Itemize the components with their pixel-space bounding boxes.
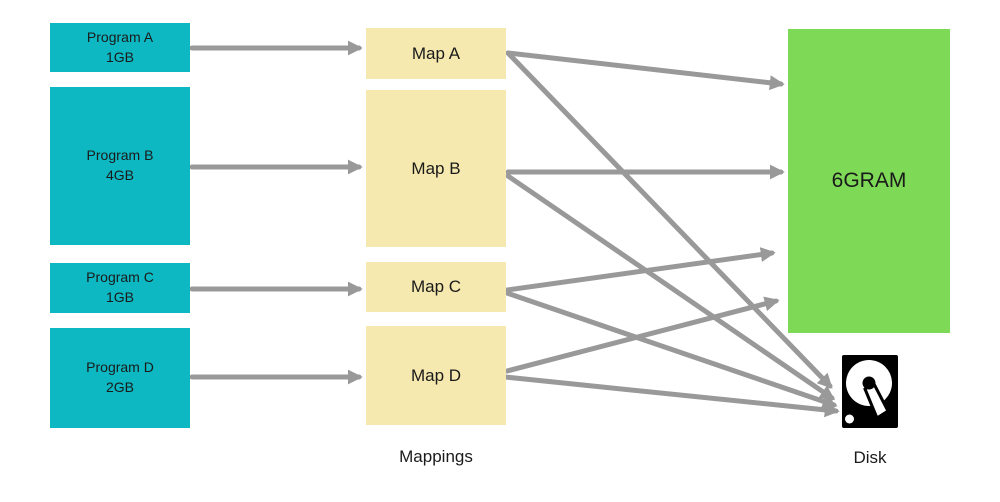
program-b-label: Program B [86, 147, 154, 164]
program-a-box: Program A 1GB [50, 23, 190, 72]
program-d-size: 2GB [105, 379, 134, 395]
arrow-map-b-to-disk [505, 173, 836, 401]
arrow-map-a-to-ram [505, 50, 785, 91]
map-b-label: Map B [411, 158, 461, 178]
map-c-box: Map C [366, 262, 506, 312]
program-d-label: Program D [86, 359, 154, 376]
disk-caption: Disk [853, 448, 887, 467]
arrow-map-c-to-disk [504, 290, 838, 409]
program-c-size: 1GB [105, 289, 134, 305]
program-a-label: Program A [86, 28, 154, 45]
program-b-size: 4GB [105, 167, 134, 183]
mappings-caption: Mappings [399, 447, 473, 466]
hard-disk-icon [842, 355, 898, 428]
program-c-label: Program C [86, 269, 154, 286]
arrow-map-a-to-disk [505, 50, 833, 389]
map-a-box: Map A [366, 28, 506, 79]
disk-icon-spindle [862, 376, 876, 390]
arrow-map-c-to-ram [504, 247, 776, 293]
arrow-map-d-to-ram [504, 296, 780, 374]
map-c-label: Map C [410, 277, 462, 296]
ram-box: 6GRAM [788, 29, 950, 333]
program-d-box: Program D 2GB [50, 328, 190, 428]
map-d-label: Map D [410, 365, 462, 385]
map-d-box: Map D [366, 326, 506, 425]
ram-label: 6GRAM [831, 169, 907, 192]
arrow-map-d-to-disk [502, 374, 840, 418]
disk-icon-led-dot [845, 414, 854, 424]
program-c-box: Program C 1GB [50, 263, 190, 313]
program-b-box: Program B 4GB [50, 87, 190, 245]
map-a-label: Map A [411, 43, 461, 63]
program-a-size: 1GB [105, 48, 134, 65]
map-b-box: Map B [366, 90, 506, 247]
